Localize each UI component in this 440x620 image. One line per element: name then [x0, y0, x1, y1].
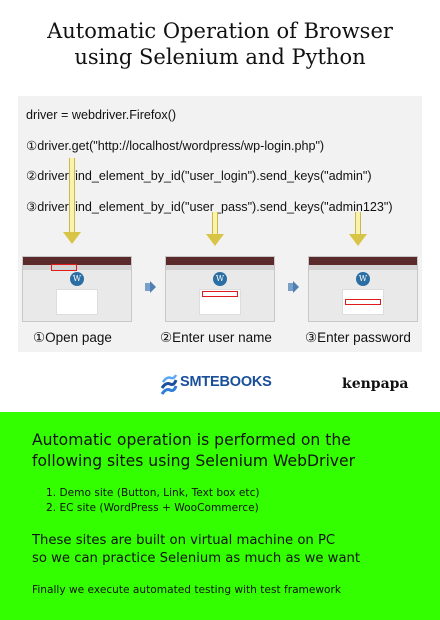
code-line-2: ①driver.get("http://localhost/wordpress/…	[26, 139, 325, 153]
book-title: Automatic Operation of Browser using Sel…	[0, 18, 440, 70]
wordpress-logo-icon: W	[70, 272, 84, 286]
description-heading: Automatic operation is performed on the …	[32, 430, 355, 472]
login-panel	[199, 289, 241, 315]
practice-statement: These sites are built on virtual machine…	[32, 532, 360, 568]
screenshot-enter-username: W	[165, 256, 275, 322]
code-line-4: ③driver.find_element_by_id("user_pass").…	[26, 200, 393, 214]
wordpress-logo-icon: W	[213, 272, 227, 286]
login-panel	[56, 289, 98, 315]
wave-logo-icon	[160, 374, 178, 395]
framework-statement: Finally we execute automated testing wit…	[32, 584, 342, 596]
practice-line-2: so we can practice Selenium as much as w…	[32, 551, 361, 566]
description-heading-line-2: following sites using Selenium WebDriver	[32, 452, 356, 470]
step-label-open-page: ①Open page	[33, 330, 112, 345]
step-label-enter-password: ③Enter password	[305, 330, 411, 345]
screenshot-open-page: W	[22, 256, 132, 322]
wordpress-logo-icon: W	[356, 272, 370, 286]
publisher-name: SMTEBOOKS	[180, 374, 272, 390]
list-item: 1. Demo site (Button, Link, Text box etc…	[46, 487, 260, 499]
author-name: kenpapa	[342, 376, 409, 392]
list-item: 2. EC site (WordPress + WooCommerce)	[46, 502, 259, 514]
publisher-logo: SMTEBOOKS	[160, 368, 280, 400]
code-line-1: driver = webdriver.Firefox()	[26, 108, 177, 122]
step-label-enter-username: ②Enter user name	[160, 330, 272, 345]
screenshot-enter-password: W	[308, 256, 418, 322]
login-panel	[342, 289, 384, 315]
practice-line-1: These sites are built on virtual machine…	[32, 533, 336, 548]
code-line-3: ②driver.find_element_by_id("user_login")…	[26, 169, 372, 183]
title-line-2: using Selenium and Python	[74, 45, 366, 69]
right-arrow-icon	[145, 281, 156, 293]
password-highlight-box	[345, 299, 381, 305]
username-highlight-box	[202, 291, 238, 297]
title-line-1: Automatic Operation of Browser	[47, 19, 393, 43]
right-arrow-icon	[288, 281, 299, 293]
description-heading-line-1: Automatic operation is performed on the	[32, 431, 351, 449]
url-highlight-box	[51, 264, 77, 271]
description-band: Automatic operation is performed on the …	[0, 412, 440, 620]
site-list: 1. Demo site (Button, Link, Text box etc…	[46, 486, 260, 516]
